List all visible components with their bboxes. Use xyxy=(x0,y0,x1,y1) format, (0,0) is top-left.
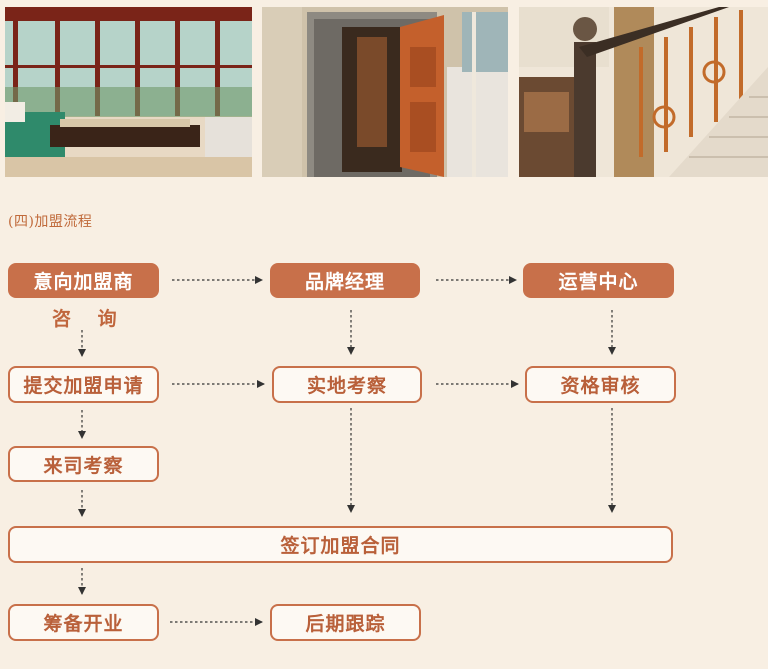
consult-label: 咨 询 xyxy=(52,308,127,330)
step-operations-center: 运营中心 xyxy=(523,263,674,298)
step-brand-manager: 品牌经理 xyxy=(270,263,420,298)
section-title: (四)加盟流程 xyxy=(8,214,93,230)
step-site-inspection: 实地考察 xyxy=(272,366,422,403)
photo-living-room xyxy=(5,7,252,177)
step-company-visit: 来司考察 xyxy=(8,446,159,482)
photo-staircase xyxy=(519,7,768,177)
step-prepare-opening: 筹备开业 xyxy=(8,604,159,641)
step-qualification-review: 资格审核 xyxy=(525,366,676,403)
step-submit-application: 提交加盟申请 xyxy=(8,366,159,403)
photo-security-door xyxy=(262,7,508,177)
step-intent-partner: 意向加盟商 xyxy=(8,263,159,298)
step-sign-contract: 签订加盟合同 xyxy=(8,526,673,563)
step-follow-up: 后期跟踪 xyxy=(270,604,421,641)
